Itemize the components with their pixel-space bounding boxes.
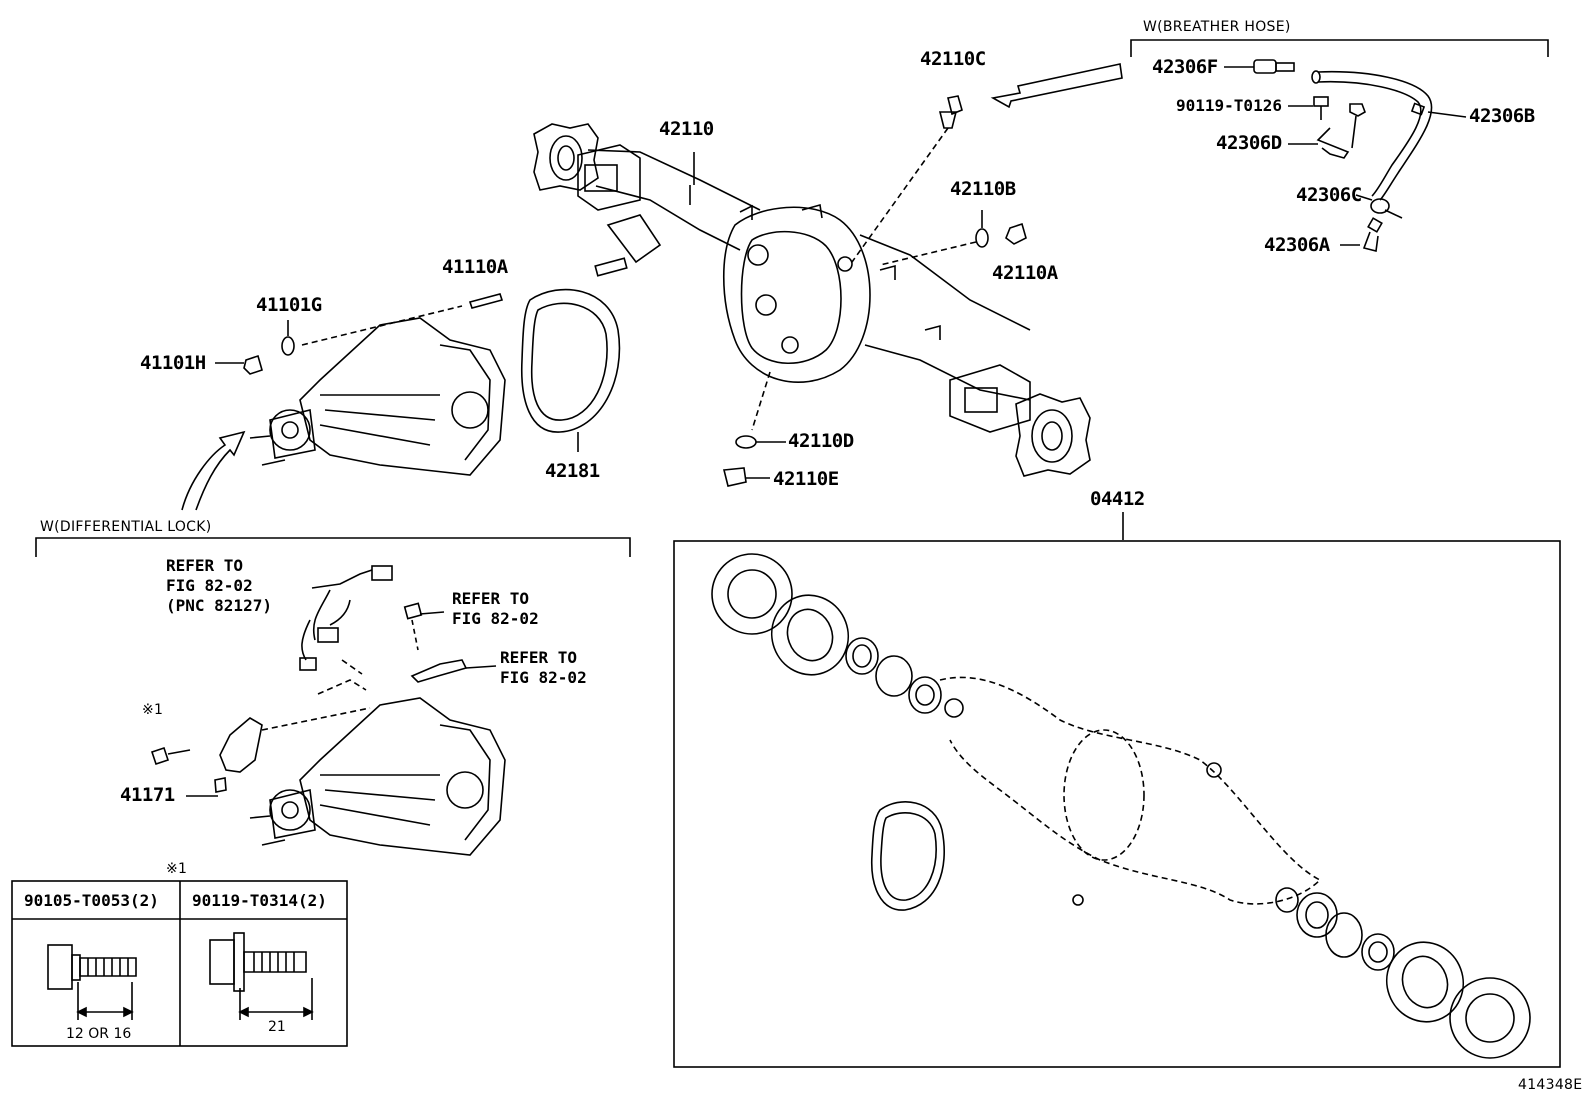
- arrow-to-carrier: [181, 430, 246, 511]
- part-41171: 41171: [120, 784, 175, 806]
- part-42110E: 42110E: [773, 468, 839, 490]
- part-42306A: 42306A: [1264, 234, 1330, 256]
- differential-carrier-drawing: [215, 293, 506, 476]
- part-42306B: 42306B: [1469, 105, 1535, 127]
- part-42110A: 42110A: [992, 262, 1058, 284]
- refer-note-harness: REFER TO FIG 82-02 (PNC 82127): [166, 556, 272, 615]
- bolt-table-col1-header: 90105-T0053(2): [24, 891, 159, 910]
- part-42110B: 42110B: [950, 178, 1016, 200]
- part-90119-T0126: 90119-T0126: [1176, 96, 1282, 115]
- arrow-to-breather: [990, 63, 1123, 109]
- breather-hose-caption: W(BREATHER HOSE): [1143, 19, 1291, 35]
- bolt1-length: 12 OR 16: [66, 1026, 132, 1042]
- bolt-table-note: ※1: [166, 861, 188, 877]
- part-42110C: 42110C: [920, 48, 986, 70]
- bolt-table-drawing: [11, 880, 348, 1047]
- part-04412: 04412: [1090, 488, 1145, 510]
- diff-lock-drawing: [150, 565, 506, 856]
- differential-lock-caption: W(DIFFERENTIAL LOCK): [40, 519, 212, 535]
- bolt2-length: 21: [268, 1019, 286, 1035]
- differential-lock-bracket: [35, 537, 631, 557]
- refer-note-bolt: REFER TO FIG 82-02: [452, 589, 539, 628]
- part-42181: 42181: [545, 460, 600, 482]
- gasket-drawing: [520, 288, 621, 452]
- part-42110: 42110: [659, 118, 714, 140]
- filler-plug-drawing: [879, 210, 1027, 266]
- part-42306F: 42306F: [1152, 56, 1218, 78]
- bolt-table-col2-header: 90119-T0314(2): [192, 891, 327, 910]
- part-41101G: 41101G: [256, 294, 322, 316]
- breather-hose-bracket: [1130, 39, 1549, 57]
- drain-plug-drawing: [722, 371, 786, 487]
- gasket-kit-drawing: [673, 512, 1561, 1068]
- breather-plug-drawing: [851, 95, 963, 263]
- axle-housing-drawing: [533, 123, 1091, 477]
- refer-note-bracket: REFER TO FIG 82-02: [500, 648, 587, 687]
- breather-parts-drawing: [1224, 59, 1467, 252]
- part-42306D: 42306D: [1216, 132, 1282, 154]
- part-41110A: 41110A: [442, 256, 508, 278]
- part-41101H: 41101H: [140, 352, 206, 374]
- part-42306C: 42306C: [1296, 184, 1362, 206]
- note-mark-bolt: ※1: [142, 702, 164, 718]
- diagram-id: 414348E: [1518, 1077, 1583, 1093]
- part-42110D: 42110D: [788, 430, 854, 452]
